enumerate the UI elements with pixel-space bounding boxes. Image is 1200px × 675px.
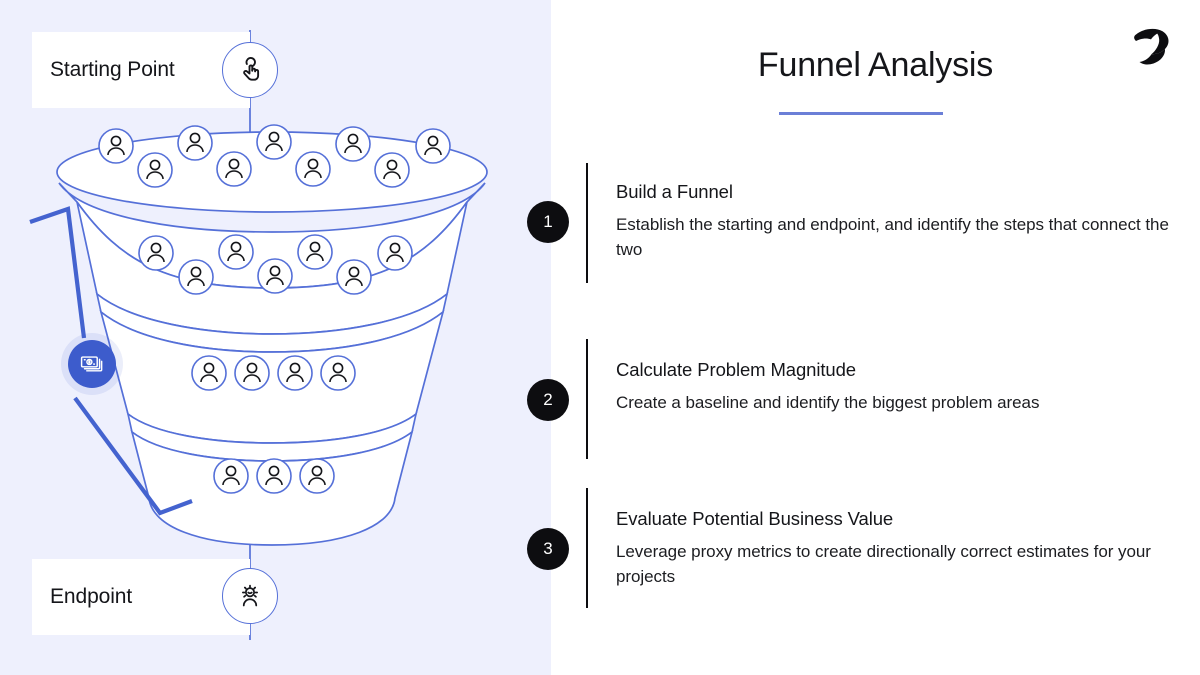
step-divider-rule (586, 163, 588, 283)
user-avatar-icon (295, 151, 331, 187)
user-avatar-icon (138, 235, 174, 271)
step-number-badge: 1 (527, 201, 569, 243)
user-avatar-icon (335, 126, 371, 162)
user-avatar-icon (178, 259, 214, 295)
user-avatar-icon (213, 458, 249, 494)
user-avatar-icon (218, 234, 254, 270)
happy-enlightened-person-icon (242, 584, 258, 607)
step-content: Calculate Problem Magnitude Create a bas… (616, 359, 1176, 415)
step-title: Calculate Problem Magnitude (616, 359, 856, 380)
user-avatar-icon (299, 458, 335, 494)
user-avatar-icon (277, 355, 313, 391)
user-avatar-icon (234, 355, 270, 391)
step-content: Build a Funnel Establish the starting an… (616, 181, 1176, 262)
user-avatar-icon (137, 152, 173, 188)
user-avatar-icon (320, 355, 356, 391)
user-avatar-icon (297, 234, 333, 270)
user-avatar-icon (257, 258, 293, 294)
step-content: Evaluate Potential Business Value Levera… (616, 508, 1176, 589)
funnel-users (98, 124, 451, 494)
business-value-badge (68, 340, 116, 388)
step-description: Create a baseline and identify the bigge… (616, 393, 1040, 412)
bracket-lower (73, 396, 193, 516)
step-description: Establish the starting and endpoint, and… (616, 215, 1169, 259)
content-panel: Funnel Analysis (551, 0, 1200, 675)
user-avatar-icon (191, 355, 227, 391)
step-number-badge: 2 (527, 379, 569, 421)
user-avatar-icon (177, 125, 213, 161)
user-avatar-icon (98, 128, 134, 164)
funnel-diagram-panel: .fline { fill:#ffffff; stroke:#5570d8; s… (0, 0, 551, 675)
user-avatar-icon (374, 152, 410, 188)
step-title: Evaluate Potential Business Value (616, 508, 894, 529)
bracket-upper (29, 206, 87, 339)
page-title: Funnel Analysis (757, 46, 994, 84)
title-underline-rule (779, 112, 943, 115)
endpoint-node (222, 568, 278, 624)
step-divider-rule (586, 339, 588, 459)
step-number-badge: 3 (527, 528, 569, 570)
user-avatar-icon (256, 124, 292, 160)
starting-point-card: Starting Point (32, 32, 250, 108)
user-avatar-icon (415, 128, 451, 164)
recurly-r-logo (1134, 28, 1169, 65)
endpoint-label: Endpoint (50, 585, 133, 608)
steps-list: 1 Build a Funnel Establish the starting … (0, 163, 1200, 623)
tap-hand-icon (243, 57, 260, 81)
user-avatar-icon (256, 458, 292, 494)
funnel-graphic: .fline { fill:#ffffff; stroke:#5570d8; s… (29, 30, 488, 640)
step-title: Build a Funnel (616, 181, 733, 202)
step-description: Leverage proxy metrics to create directi… (616, 542, 1151, 586)
starting-point-label: Starting Point (50, 58, 175, 81)
user-avatar-icon (336, 259, 372, 295)
user-avatar-icon (377, 235, 413, 271)
starting-point-node (222, 42, 278, 98)
user-avatar-icon (216, 151, 252, 187)
endpoint-card: Endpoint (32, 559, 250, 635)
money-stack-icon (80, 356, 103, 372)
step-divider-rule (586, 488, 588, 608)
